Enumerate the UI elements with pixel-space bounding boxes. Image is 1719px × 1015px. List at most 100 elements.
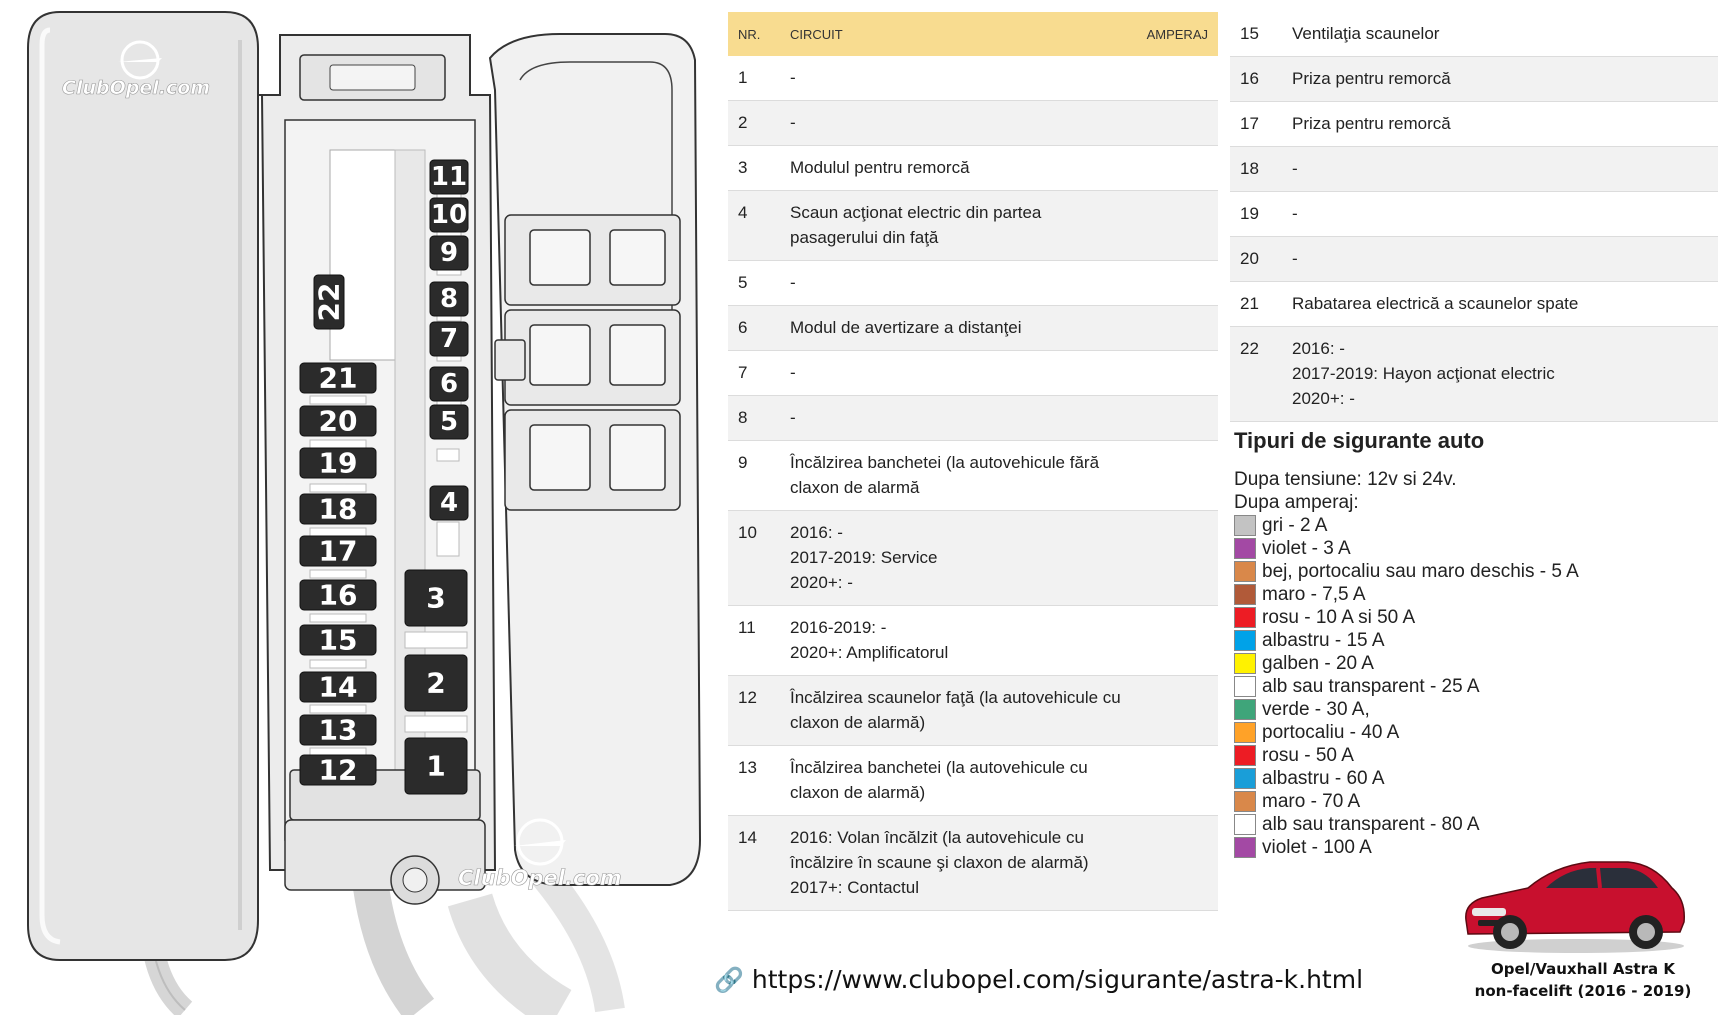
- fuse-6[interactable]: 6: [429, 366, 469, 402]
- fuse-label: 13: [319, 714, 358, 747]
- fuse-label: 20: [319, 405, 358, 438]
- fuse-color-label: gri - 2 A: [1262, 514, 1328, 536]
- header-amperaj: AMPERAJ: [1146, 26, 1208, 42]
- circuit-line: Încălzirea scaunelor faţă (la autovehicu…: [790, 688, 1121, 707]
- fuse-slot: [309, 659, 367, 669]
- fuse-color-item: maro - 7,5 A: [1234, 583, 1714, 606]
- fuse-7[interactable]: 7: [429, 321, 469, 357]
- fuse-label: 9: [440, 238, 458, 268]
- color-swatch: [1234, 561, 1256, 582]
- table-row: 8-: [728, 395, 1218, 441]
- watermark-bottom: ClubOpel.com: [458, 818, 622, 890]
- fuse-slot: [436, 315, 462, 322]
- circuit-line: Încălzirea banchetei (la autovehicule fă…: [790, 453, 1100, 472]
- color-swatch: [1234, 791, 1256, 812]
- fuse-types-section: Tipuri de sigurante auto Dupa tensiune: …: [1234, 428, 1714, 859]
- fuse-body: [429, 235, 469, 271]
- fuse-number: 11: [738, 618, 756, 637]
- fuse-22[interactable]: 22: [313, 274, 346, 330]
- fuse-body: [299, 535, 377, 567]
- fuse-9[interactable]: 9: [429, 235, 469, 271]
- fuse-color-label: rosu - 50 A: [1262, 744, 1354, 766]
- fuse-body: [404, 569, 468, 627]
- fuse-4[interactable]: 4: [429, 485, 469, 521]
- fuse-13[interactable]: 13: [299, 714, 377, 747]
- fuse-11[interactable]: 11: [429, 159, 469, 195]
- fuse-number: 7: [738, 363, 748, 382]
- fuse-label: 16: [319, 579, 358, 612]
- fuse-number: 1: [738, 68, 748, 87]
- fuse-number: 4: [738, 203, 748, 222]
- fuse-color-label: alb sau transparent - 80 A: [1262, 813, 1480, 835]
- fuse-2[interactable]: 2: [404, 654, 468, 712]
- fuse-16[interactable]: 16: [299, 579, 377, 612]
- fuse-20[interactable]: 20: [299, 405, 377, 438]
- fuse-17[interactable]: 17: [299, 535, 377, 568]
- car-caption: Opel/Vauxhall Astra K non-facelift (2016…: [1468, 958, 1698, 1002]
- fuse-label: 12: [319, 754, 358, 787]
- fuse-10[interactable]: 10: [429, 197, 469, 233]
- fuse-body: [404, 654, 468, 712]
- color-swatch: [1234, 745, 1256, 766]
- fuse-5[interactable]: 5: [429, 404, 469, 440]
- fuse-21[interactable]: 21: [299, 362, 377, 395]
- fuse-body: [429, 321, 469, 357]
- fuse-14[interactable]: 14: [299, 671, 377, 704]
- source-link-url[interactable]: https://www.clubopel.com/sigurante/astra…: [751, 965, 1364, 994]
- fuse-color-item: bej, portocaliu sau maro deschis - 5 A: [1234, 560, 1714, 583]
- circuit-line: 2016-2019: -: [790, 618, 887, 637]
- fuse-12[interactable]: 12: [299, 754, 377, 787]
- fuse-types-title: Tipuri de sigurante auto: [1234, 428, 1485, 453]
- fuse-label: 11: [431, 162, 467, 192]
- circuit-line: încălzire în scaune şi claxon de alarmă): [790, 853, 1089, 872]
- header-nr: NR.: [738, 26, 761, 42]
- fuse-15[interactable]: 15: [299, 624, 377, 657]
- circuit-cell: Ventilaţia scaunelor: [1282, 12, 1718, 57]
- cables: [139, 860, 625, 1015]
- table-row: 20-: [1230, 236, 1718, 282]
- fuse-body: [429, 197, 469, 233]
- fuse-19[interactable]: 19: [299, 447, 377, 480]
- fuse-18[interactable]: 18: [299, 493, 377, 526]
- fuse-number: 20: [1240, 249, 1259, 268]
- fuse-1[interactable]: 1: [404, 737, 468, 795]
- fuse-slot: [436, 448, 460, 462]
- circuit-cell: -: [780, 56, 1218, 101]
- fuse-color-label: albastru - 15 A: [1262, 629, 1385, 651]
- fuse-number: 18: [1240, 159, 1259, 178]
- fuse-8[interactable]: 8: [429, 281, 469, 317]
- fuse-label: 3: [426, 582, 445, 615]
- circuit-line: -: [790, 68, 796, 87]
- circuit-line: -: [790, 273, 796, 292]
- fuse-number: 2: [738, 113, 748, 132]
- fuse-slot: [436, 269, 462, 276]
- fuse-body: [299, 671, 377, 703]
- circuit-cell: -: [780, 101, 1218, 146]
- fuse-label: 5: [440, 407, 458, 437]
- fuse-number: 21: [1240, 294, 1259, 313]
- fuse-label: 7: [440, 324, 458, 354]
- fuse-body: [299, 447, 377, 479]
- circuit-line: 2017+: Contactul: [790, 878, 920, 897]
- fuse-label: 14: [319, 671, 358, 704]
- car-image: [1458, 848, 1690, 961]
- fuse-slot: [309, 483, 367, 493]
- circuit-line: Scaun acţionat electric din partea: [790, 203, 1042, 222]
- link-icon: 🔗: [714, 965, 744, 994]
- fuse-color-item: albastru - 15 A: [1234, 629, 1714, 652]
- fuse-body: [429, 404, 469, 440]
- fuse-color-label: violet - 100 A: [1262, 836, 1372, 858]
- fuse-label: 6: [440, 369, 458, 399]
- fuse-3[interactable]: 3: [404, 569, 468, 627]
- fuse-body: [429, 281, 469, 317]
- fuse-color-item: portocaliu - 40 A: [1234, 721, 1714, 744]
- car-caption-line2: non-facelift (2016 - 2019): [1474, 982, 1692, 1000]
- source-link[interactable]: 🔗 https://www.clubopel.com/sigurante/ast…: [714, 965, 1363, 994]
